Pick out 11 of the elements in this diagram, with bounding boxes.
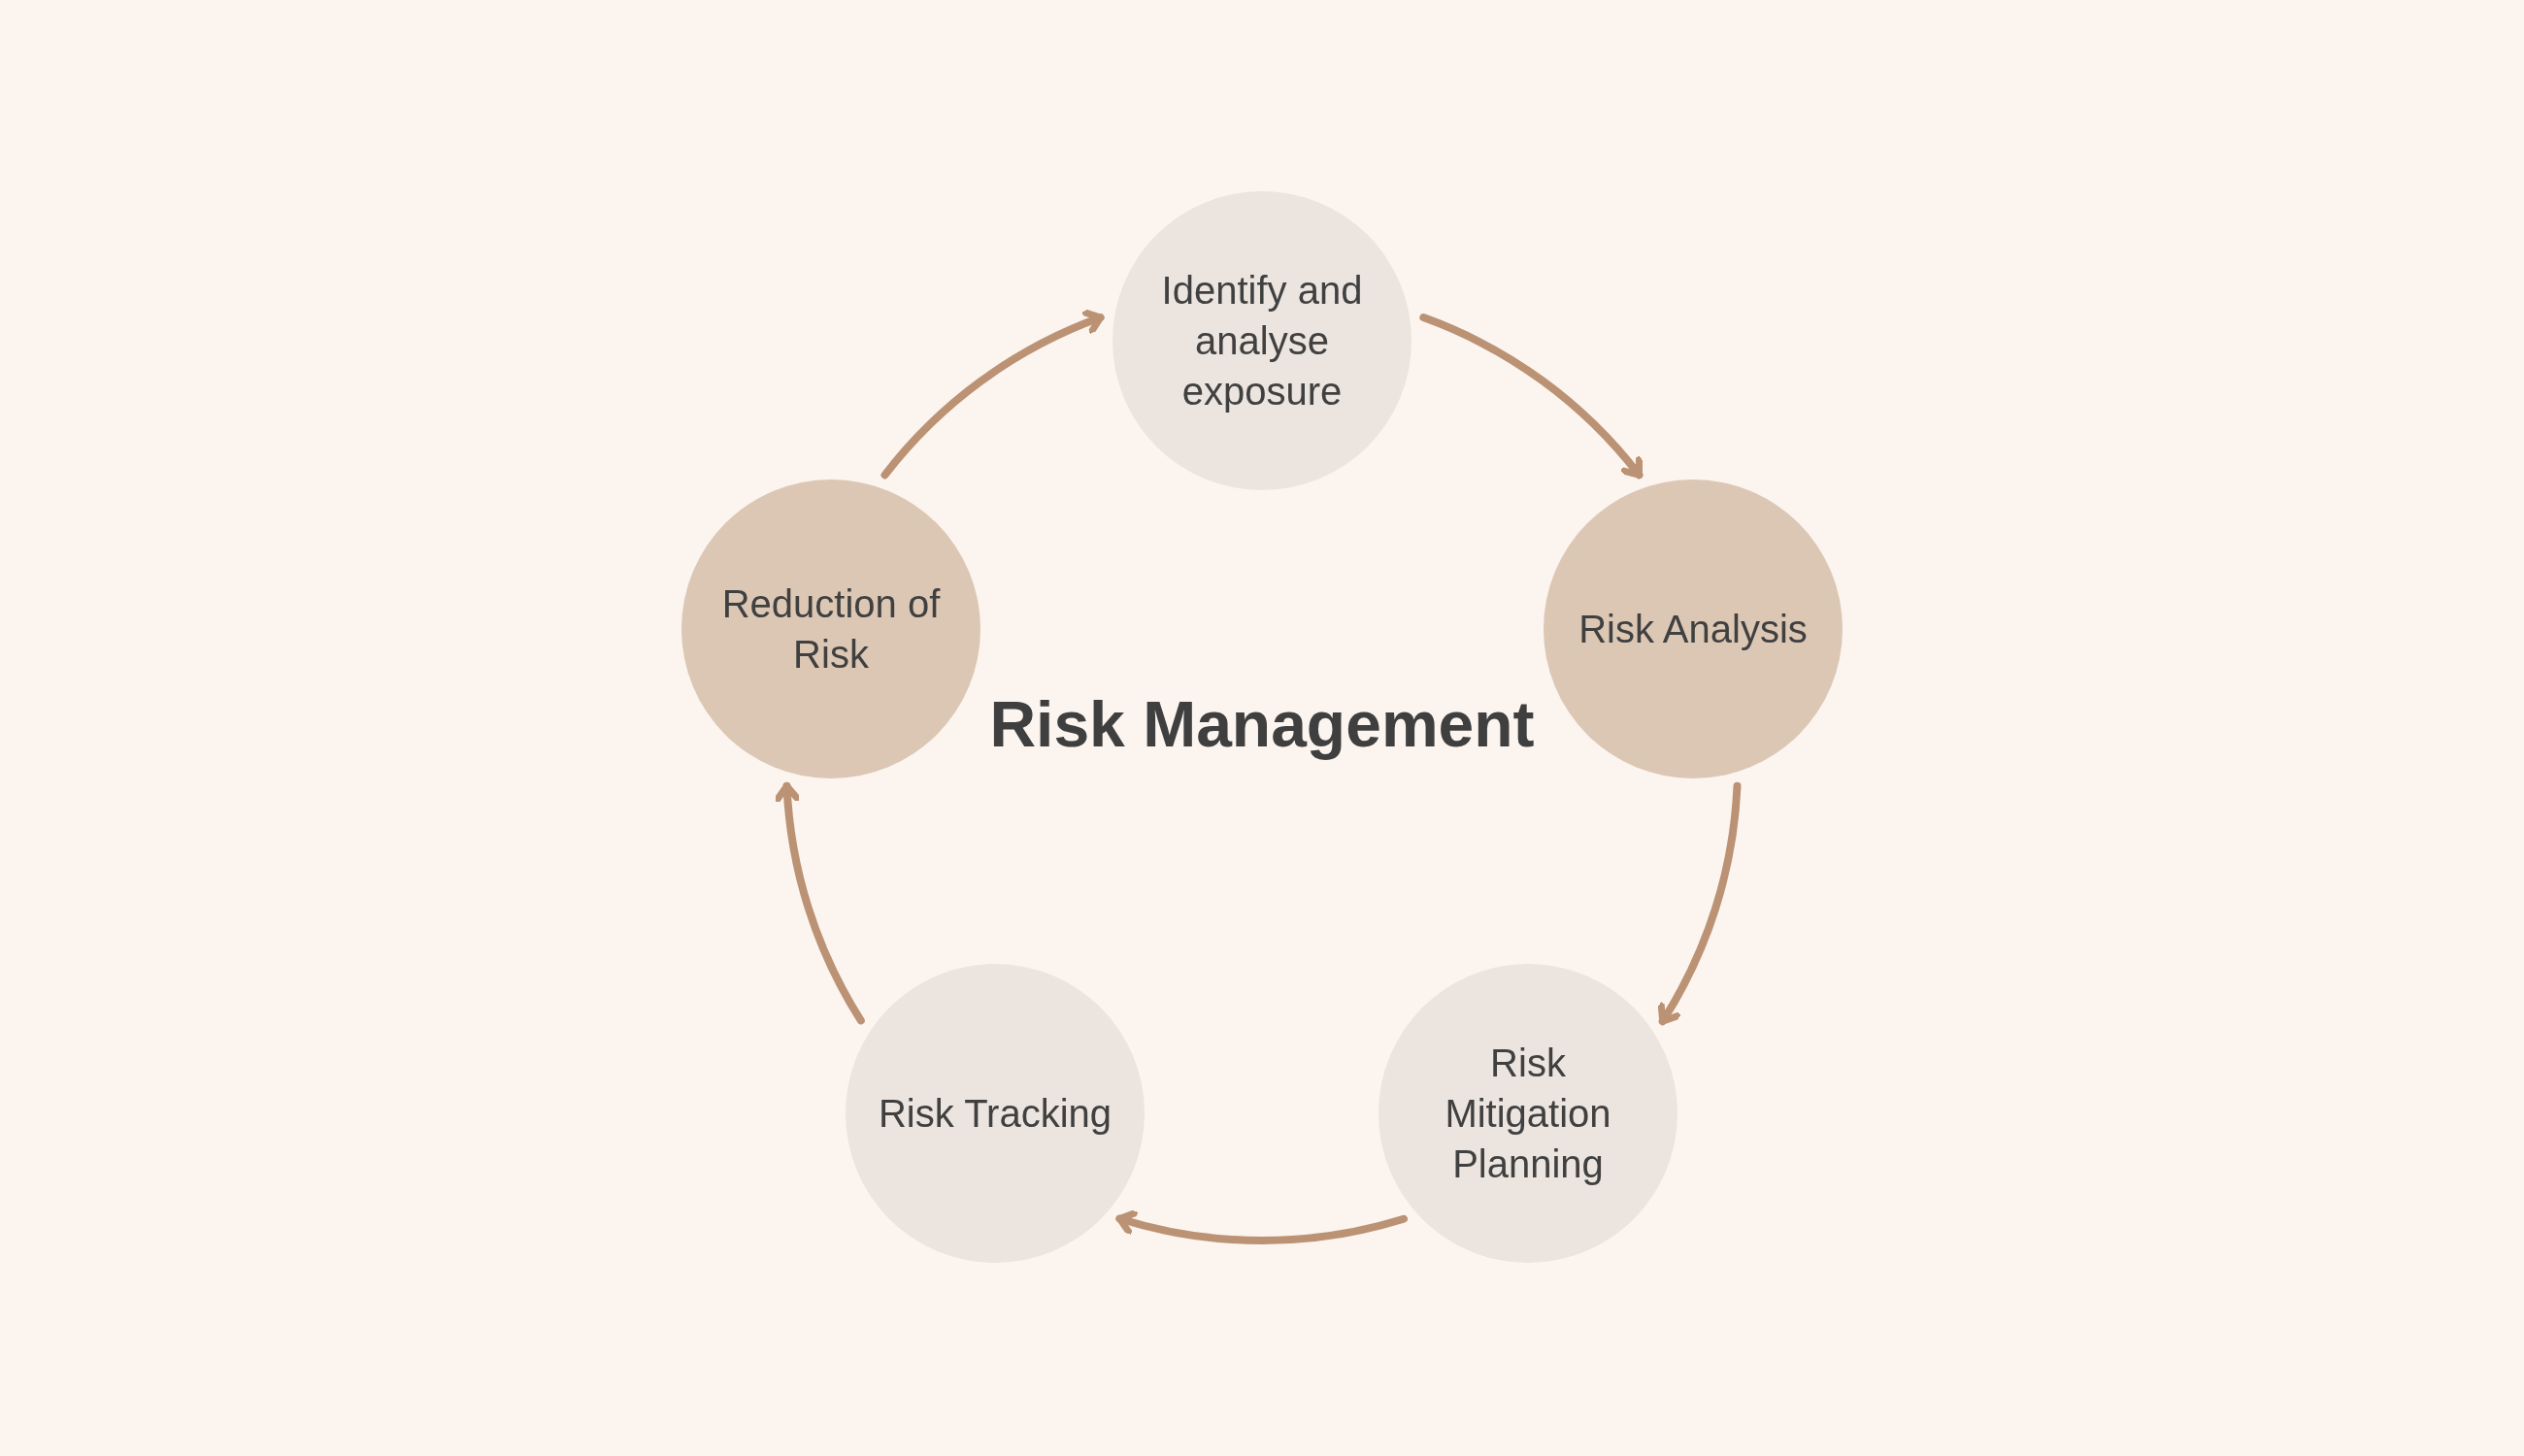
diagram-title: Risk Management [989, 687, 1535, 761]
step-label: Risk Analysis [1578, 607, 1809, 652]
step-label: Identify and analyse exposure [1160, 268, 1364, 414]
arrow [1115, 1208, 1408, 1244]
arrow [1656, 781, 1742, 1026]
arrow [880, 310, 1105, 480]
arrow [1419, 314, 1644, 480]
step-label: Risk Tracking [877, 1091, 1113, 1137]
arrow [775, 781, 865, 1025]
step-label: Reduction of Risk [720, 581, 942, 678]
step-label: Risk Mitigation Planning [1444, 1041, 1612, 1187]
